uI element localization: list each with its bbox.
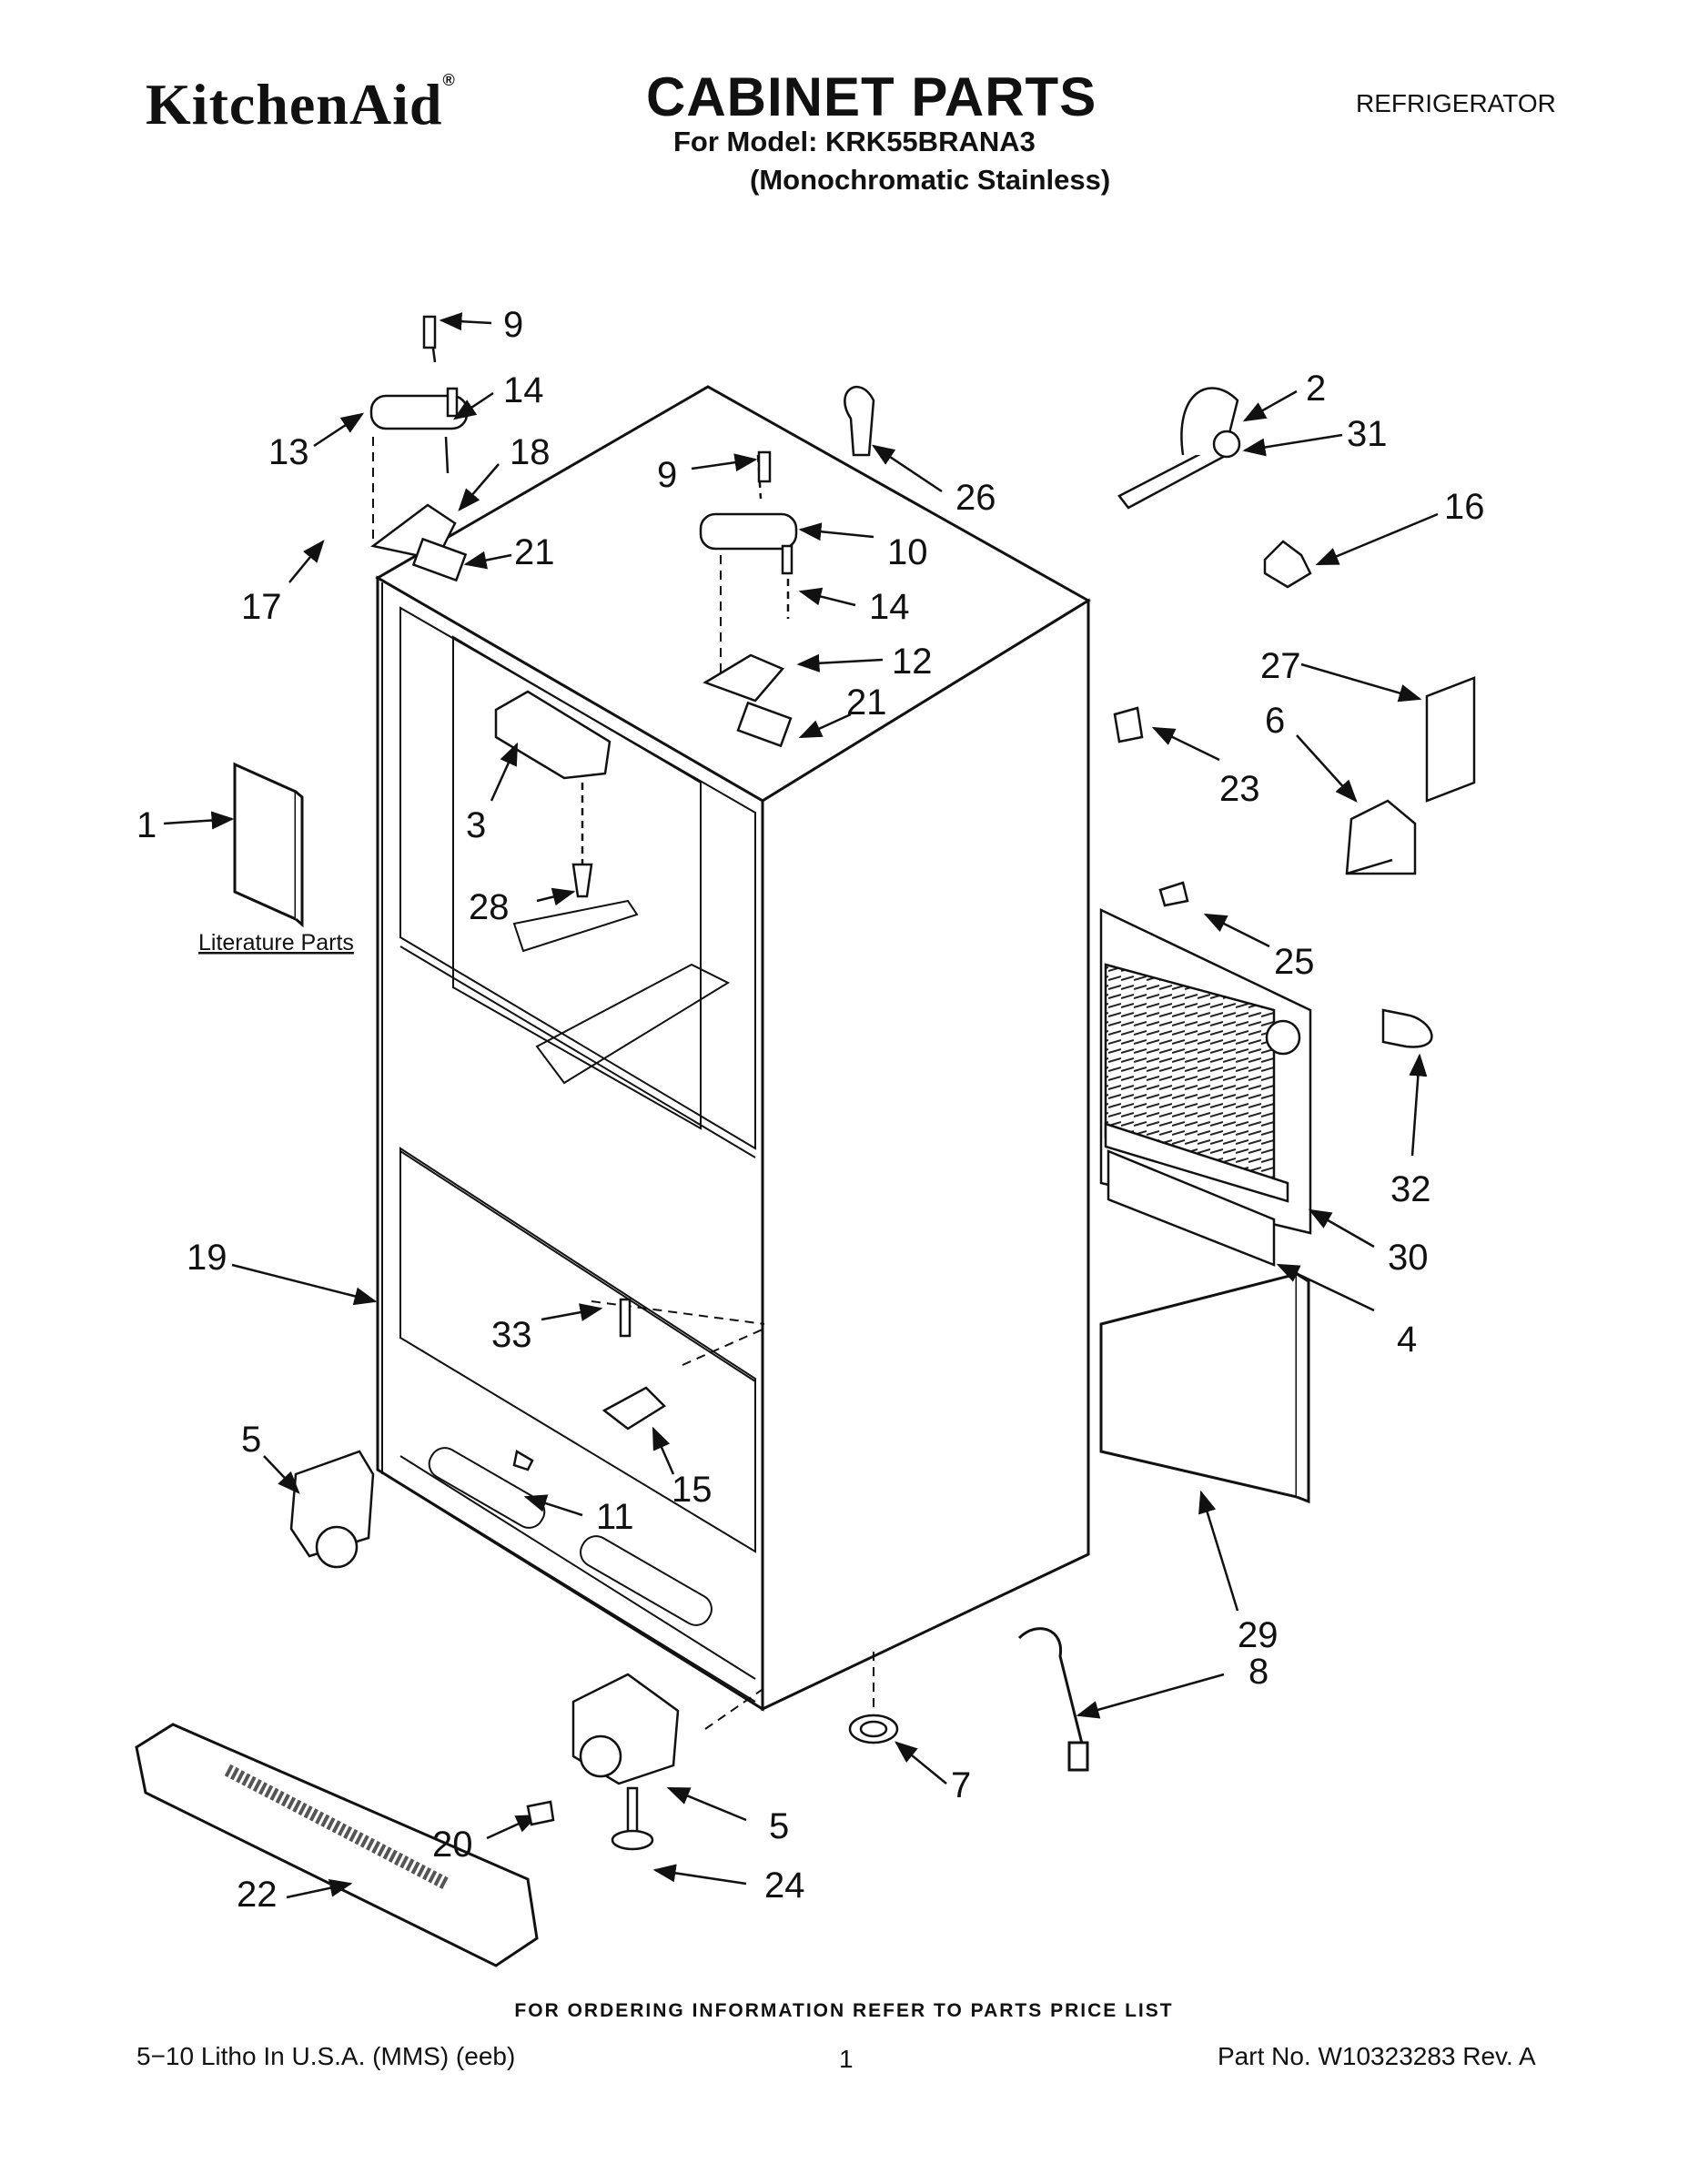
callout-7: 7	[951, 1765, 971, 1805]
callout-14-center: 14	[869, 587, 910, 627]
callout-9-center: 9	[657, 455, 677, 495]
callout-17: 17	[241, 587, 282, 627]
product-category: REFRIGERATOR	[1356, 89, 1556, 117]
variant-line: (Monochromatic Stainless)	[750, 164, 1111, 196]
callout-23: 23	[1219, 769, 1260, 809]
callout-25: 25	[1274, 942, 1315, 982]
cabinet-body	[375, 385, 1091, 1712]
callout-1: 1	[136, 805, 157, 845]
callout-32: 32	[1390, 1169, 1431, 1209]
callout-5-left: 5	[241, 1420, 261, 1460]
hinge-top-center	[699, 454, 798, 748]
ordering-note: FOR ORDERING INFORMATION REFER TO PARTS …	[514, 2000, 1174, 2021]
duct-cover	[1425, 676, 1476, 803]
callout-29: 29	[1238, 1615, 1279, 1655]
small-clip	[1113, 706, 1144, 743]
callout-24: 24	[764, 1866, 805, 1906]
callout-26: 26	[955, 478, 996, 518]
callout-27: 27	[1260, 646, 1301, 686]
machine-compartment-cover	[1099, 908, 1312, 1267]
callout-10: 10	[887, 532, 928, 572]
page-number: 1	[839, 2045, 854, 2073]
callout-9-left: 9	[503, 305, 523, 345]
rear-panel-left-edge	[377, 578, 383, 1474]
model-line: For Model: KRK55BRANA3	[673, 126, 1036, 157]
callout-11: 11	[596, 1497, 634, 1537]
callout-8: 8	[1248, 1652, 1269, 1692]
part-number: Part No. W10323283 Rev. A	[1218, 2042, 1536, 2070]
registered-mark: ®	[442, 71, 456, 89]
callout-22: 22	[237, 1875, 278, 1915]
roller-left	[289, 1450, 375, 1569]
callout-6: 6	[1265, 701, 1285, 741]
roller-right	[571, 1673, 680, 1785]
dashed-guides	[372, 437, 874, 1730]
callout-33: 33	[491, 1315, 532, 1355]
brand-name: KitchenAid	[146, 72, 443, 136]
callout-30: 30	[1388, 1238, 1429, 1278]
door-stop-bracket	[494, 690, 612, 898]
callout-18: 18	[510, 432, 551, 472]
clamp	[1381, 1008, 1433, 1048]
literature-parts-label: Literature Parts	[198, 930, 354, 956]
callouts: 9 14 13 18 21 17 9 26 10 14 12 21 2 31 1…	[136, 305, 1485, 1915]
callout-21-center: 21	[846, 682, 887, 723]
literature-parts-booklet	[233, 762, 304, 928]
callout-3: 3	[466, 805, 486, 845]
callout-28: 28	[469, 887, 510, 927]
foot-pad	[848, 1714, 899, 1744]
base-grille-panel	[1099, 1272, 1310, 1504]
callout-2: 2	[1306, 369, 1326, 409]
callout-12: 12	[892, 642, 933, 682]
callout-4: 4	[1397, 1320, 1417, 1360]
callout-19: 19	[187, 1238, 227, 1278]
exploded-small-parts	[422, 315, 1189, 1826]
callout-31: 31	[1347, 414, 1388, 454]
callout-13: 13	[268, 432, 309, 472]
brand-logo: KitchenAid®	[146, 71, 456, 138]
page-title: CABINET PARTS	[646, 66, 1097, 127]
water-line-assembly	[1117, 387, 1241, 510]
toe-grille	[135, 1723, 539, 1967]
callout-15: 15	[672, 1470, 713, 1510]
callout-20: 20	[432, 1825, 473, 1865]
leveling-leg	[611, 1786, 654, 1851]
callout-14-left: 14	[503, 370, 544, 410]
callout-5-right: 5	[769, 1806, 789, 1846]
callout-21-left: 21	[514, 532, 555, 572]
leader-arrows	[163, 312, 1439, 1899]
wiring-harness	[1017, 1627, 1089, 1772]
hinge-top-left	[369, 320, 469, 582]
litho-info: 5−10 Litho In U.S.A. (MMS) (eeb)	[136, 2042, 516, 2070]
callout-16: 16	[1444, 487, 1485, 527]
roller-bracket-right	[1345, 799, 1417, 875]
cord-bracket	[1263, 540, 1312, 589]
